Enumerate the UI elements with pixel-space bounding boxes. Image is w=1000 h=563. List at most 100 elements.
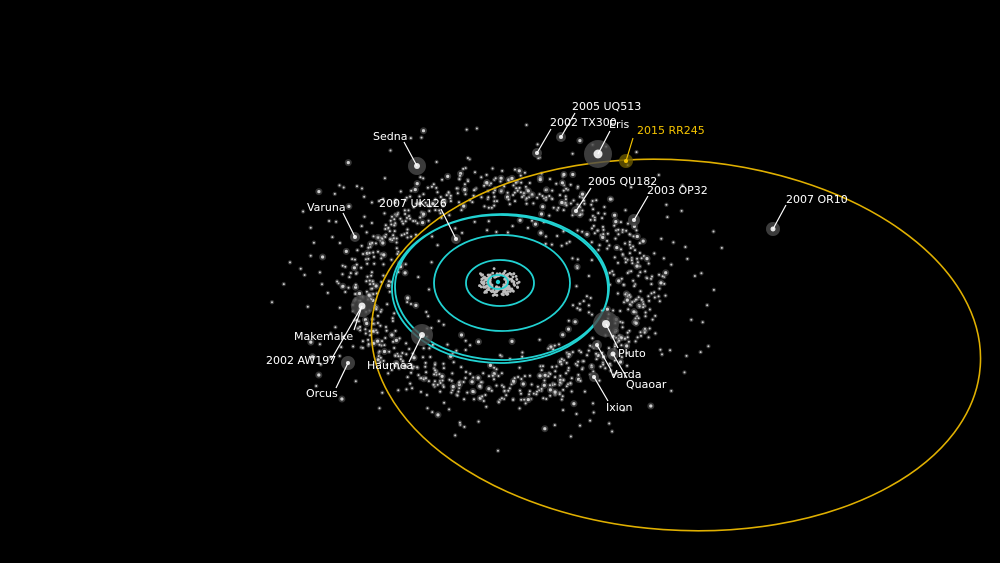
inner-dot xyxy=(505,293,509,296)
kbo-dot xyxy=(462,381,465,383)
kbo-dot xyxy=(424,365,427,368)
kbo-dot xyxy=(602,225,604,228)
kbo-dot xyxy=(425,311,428,313)
kbo-dot xyxy=(438,209,441,212)
kbo-dot xyxy=(539,212,544,216)
kbo-dot xyxy=(340,346,343,349)
kbo-dot xyxy=(617,279,621,283)
jupiter-orbit xyxy=(465,259,535,307)
kbo-dot xyxy=(517,169,521,173)
kbo-dot xyxy=(378,200,381,203)
kbo-dot xyxy=(625,344,629,348)
kbo-dot xyxy=(553,344,556,347)
pluto-label: Pluto xyxy=(618,347,646,360)
kbo-dot xyxy=(499,354,502,357)
kbo-dot xyxy=(399,190,402,193)
kbo-dot xyxy=(469,344,472,347)
kbo-dot xyxy=(612,309,615,312)
2002-aw197-label: 2002 AW197 xyxy=(266,354,336,367)
kbo-dot xyxy=(475,127,478,130)
kbo-dot xyxy=(630,270,633,273)
kbo-dot xyxy=(535,393,538,396)
kbo-dot xyxy=(398,367,401,370)
kbo-dot xyxy=(413,188,417,192)
kbo-dot xyxy=(391,215,393,218)
sedna-label: Sedna xyxy=(373,130,407,143)
inner-dot xyxy=(512,282,516,286)
kbo-dot xyxy=(619,221,622,224)
kbo-dot xyxy=(351,258,354,261)
kbo-dot xyxy=(329,332,332,335)
kbo-dot xyxy=(396,253,399,255)
kbo-dot xyxy=(432,383,435,386)
rr245-orbit xyxy=(370,158,982,532)
kbo-dot xyxy=(620,344,623,347)
kbo-dot xyxy=(289,261,291,264)
kbo-dot xyxy=(543,379,546,382)
kbo-dot xyxy=(591,227,593,230)
kbo-dot xyxy=(476,376,480,380)
kbo-dot xyxy=(352,345,355,348)
kbo-dot xyxy=(601,235,605,239)
kbo-dot xyxy=(379,361,382,364)
kbo-dot xyxy=(576,229,579,232)
kbo-dot xyxy=(425,371,428,374)
kbo-dot xyxy=(386,303,389,306)
inner-dot xyxy=(488,279,492,283)
kbo-dot xyxy=(421,221,425,225)
kbo-dot xyxy=(421,129,426,133)
kbo-dot xyxy=(420,390,422,393)
kbo-dot xyxy=(436,383,439,386)
kbo-dot xyxy=(571,172,575,177)
kbo-dot xyxy=(437,320,440,323)
kbo-dot xyxy=(644,270,647,273)
kbo-dot xyxy=(551,366,554,368)
kbo-dot xyxy=(394,201,397,204)
inner-dot xyxy=(512,272,516,276)
kbo-dot xyxy=(565,361,568,364)
kbo-dot xyxy=(654,332,657,335)
kbo-dot xyxy=(628,233,631,236)
saturn-orbit xyxy=(433,234,571,332)
kbo-dot xyxy=(545,196,548,199)
kbo-dot xyxy=(390,333,394,337)
kbo-dot xyxy=(564,198,567,201)
kbo-dot xyxy=(415,182,419,186)
kbo-dot xyxy=(706,304,709,307)
kbo-dot xyxy=(362,253,365,255)
orcus-leader xyxy=(335,362,349,389)
kbo-dot xyxy=(528,374,531,377)
kbo-dot xyxy=(653,291,656,294)
kbo-dot xyxy=(317,190,321,194)
kbo-dot xyxy=(576,267,579,270)
kbo-dot xyxy=(666,216,669,219)
inner-dot xyxy=(489,281,492,285)
kbo-dot xyxy=(455,187,458,190)
kbo-dot xyxy=(514,168,516,171)
kbo-dot xyxy=(401,360,404,363)
kbo-dot xyxy=(562,189,565,192)
kbo-dot xyxy=(340,397,344,401)
kbo-dot xyxy=(617,261,619,264)
kbo-dot xyxy=(585,295,588,298)
kbo-dot xyxy=(513,191,516,194)
kbo-dot xyxy=(352,266,356,270)
kbo-dot xyxy=(511,379,516,383)
kbo-dot xyxy=(626,272,629,274)
kbo-dot xyxy=(469,372,472,375)
ixion-label: Ixion xyxy=(606,401,633,414)
kbo-dot xyxy=(432,183,435,186)
kbo-dot xyxy=(366,275,369,278)
kbo-dot xyxy=(598,244,601,247)
kbo-dot xyxy=(554,376,557,379)
kbo-dot xyxy=(526,189,530,193)
kbo-dot xyxy=(368,252,371,254)
kbo-dot xyxy=(669,349,672,352)
kbo-dot xyxy=(354,258,356,261)
kbo-dot xyxy=(370,274,373,277)
kbo-dot xyxy=(519,174,522,177)
kbo-dot xyxy=(639,290,642,293)
kbo-dot xyxy=(403,209,406,212)
kbo-dot xyxy=(628,241,631,243)
kbo-dot xyxy=(635,264,639,268)
